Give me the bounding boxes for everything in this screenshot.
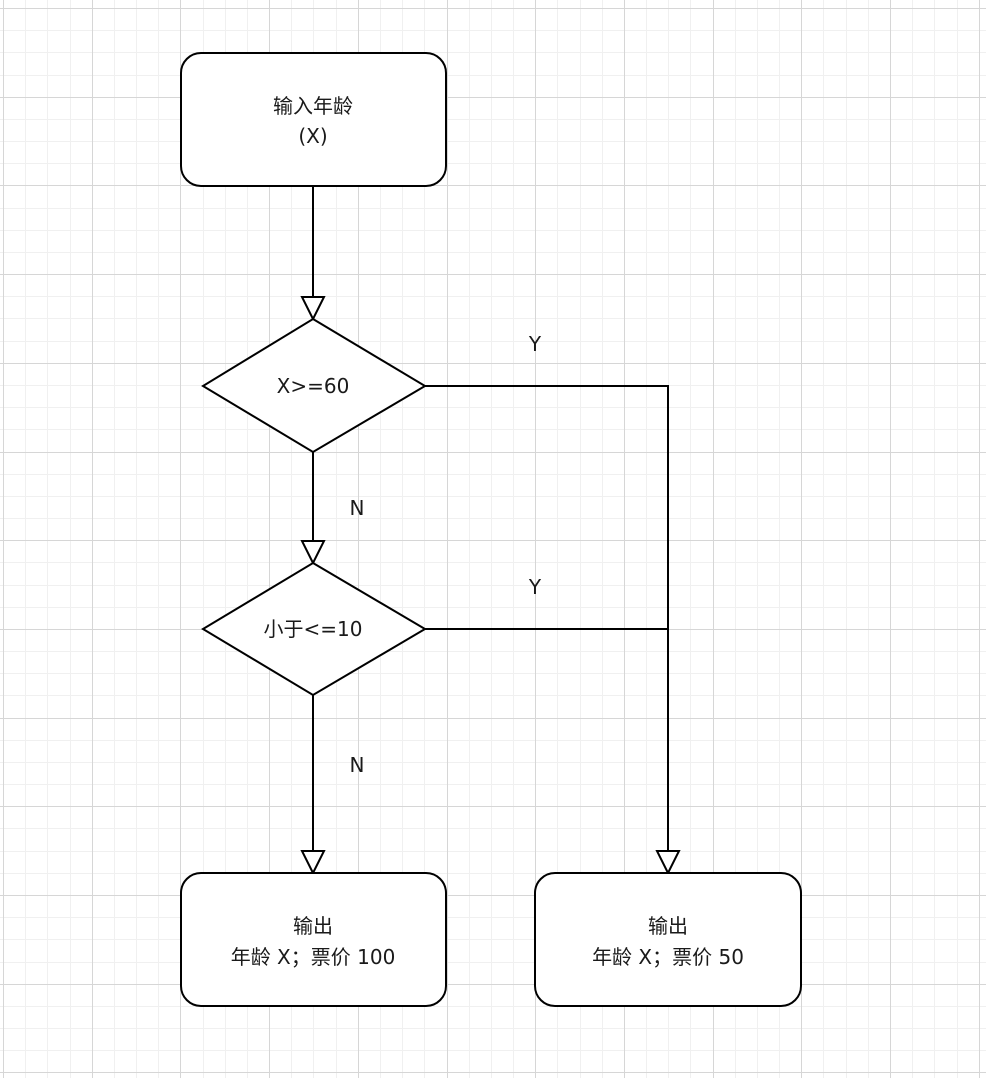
edge-label-child-n: N: [350, 753, 365, 777]
arrowhead-icon: [655, 850, 681, 876]
decision-diamond: [201, 317, 427, 454]
edge-label-senior-y: Y: [528, 332, 542, 356]
node-output-full[interactable]: 输出 年龄 X；票价 100: [180, 872, 447, 1007]
node-input-line-1: 输入年龄: [273, 94, 353, 118]
node-check-senior[interactable]: X>=60: [201, 317, 427, 454]
node-output-half-line-2: 年龄 X；票价 50: [592, 945, 744, 969]
node-input-line-2: (X): [298, 124, 327, 148]
node-output-full-line-1: 输出: [293, 914, 333, 938]
node-output-full-line-2: 年龄 X；票价 100: [231, 945, 396, 969]
node-output-half-line-1: 输出: [648, 914, 688, 938]
edge-label-child-y: Y: [528, 575, 542, 599]
decision-diamond: [201, 561, 427, 697]
node-output-full-shape: [180, 872, 447, 1007]
edge-senior-to-half-price-y[interactable]: [425, 385, 669, 851]
arrowhead-icon: [300, 540, 326, 566]
node-check-senior-label: X>=60: [277, 374, 350, 398]
node-input[interactable]: 输入年龄 (X): [180, 52, 447, 187]
node-check-child-label: 小于<=10: [264, 617, 363, 641]
node-input-shape: [180, 52, 447, 187]
arrowhead-icon: [300, 850, 326, 876]
arrowhead-icon: [300, 296, 326, 322]
edges: [312, 186, 669, 851]
edge-label-senior-n: N: [350, 496, 365, 520]
node-output-half[interactable]: 输出 年龄 X；票价 50: [534, 872, 802, 1007]
node-output-half-shape: [534, 872, 802, 1007]
node-check-child[interactable]: 小于<=10: [201, 561, 427, 697]
arrowheads: [300, 296, 681, 876]
